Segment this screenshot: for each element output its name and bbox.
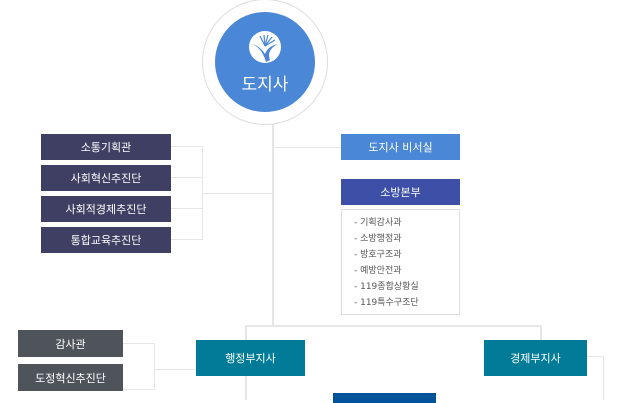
fire-headquarters[interactable]: 소방본부	[341, 179, 460, 205]
bottom-node[interactable]	[333, 393, 436, 403]
list-item[interactable]: - 방호구조과	[354, 250, 402, 260]
secretary-office[interactable]: 도지사 비서실	[341, 134, 460, 160]
list-item[interactable]: - 119특수구조단	[354, 298, 419, 308]
unit-social-economy[interactable]: 사회적경제추진단	[41, 196, 171, 222]
unit-communication[interactable]: 소통기획관	[41, 134, 171, 160]
vice-governor-economy[interactable]: 경제부지사	[484, 340, 587, 376]
list-item[interactable]: - 기획감사과	[354, 218, 402, 228]
province-emblem-icon	[249, 30, 281, 63]
audit-office[interactable]: 감사관	[18, 330, 123, 357]
governor-label: 도지사	[241, 74, 289, 95]
vice-governor-admin[interactable]: 행정부지사	[196, 340, 305, 376]
fire-division-list: - 기획감사과 - 소방행정과 - 방호구조과 - 예방안전과 - 119종합상…	[341, 209, 460, 315]
governor-node[interactable]: 도지사	[215, 12, 315, 112]
unit-integrated-education[interactable]: 통합교육추진단	[41, 227, 171, 253]
unit-social-innovation[interactable]: 사회혁신추진단	[41, 165, 171, 191]
admin-innovation-unit[interactable]: 도정혁신추진단	[18, 364, 123, 391]
list-item[interactable]: - 119종합상황실	[354, 282, 419, 292]
list-item[interactable]: - 소방행정과	[354, 234, 402, 244]
list-item[interactable]: - 예방안전과	[354, 266, 402, 276]
